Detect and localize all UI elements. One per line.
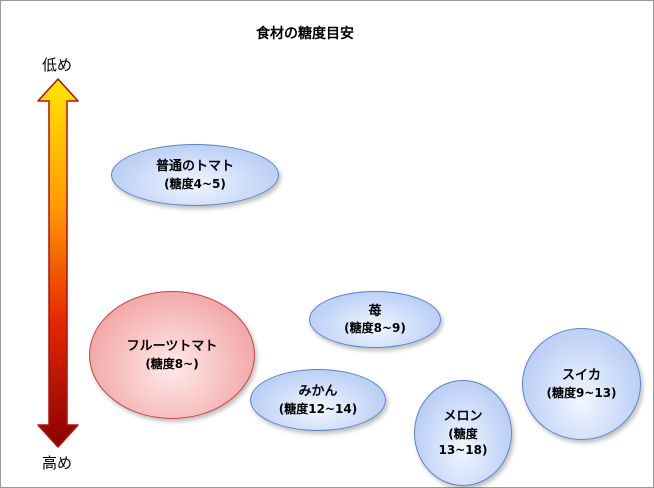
bubble-strawberry: 苺 (糖度8~9) <box>309 291 441 348</box>
bubble-name: みかん <box>298 384 338 400</box>
bubble-name: スイカ <box>561 368 601 384</box>
bubble-name: フルーツトマト <box>126 339 218 355</box>
axis-low-label: 低め <box>42 56 73 74</box>
bubble-name: 苺 <box>368 303 382 319</box>
bubble-detail: (糖度8~) <box>145 356 199 371</box>
bubble-name: 普通のトマト <box>155 159 234 175</box>
bubble-detail-line2: 13~18) <box>438 442 488 457</box>
bubble-melon: メロン (糖度 13~18) <box>414 380 512 486</box>
bubble-detail-line1: (糖度 <box>448 426 478 441</box>
bubble-fruit-tomato: フルーツトマト (糖度8~) <box>89 291 255 419</box>
bubble-detail: (糖度4~5) <box>164 176 226 191</box>
bubble-name: メロン <box>443 409 483 425</box>
bubble-detail: (糖度9~13) <box>546 385 617 400</box>
diagram-title: 食材の糖度目安 <box>256 26 354 42</box>
bubble-detail: (糖度8~9) <box>344 321 406 336</box>
sweetness-double-arrow <box>37 78 79 448</box>
bubble-detail: (糖度12~14) <box>278 401 358 416</box>
bubble-watermelon: スイカ (糖度9~13) <box>522 328 641 440</box>
axis-high-label: 高め <box>42 454 73 472</box>
bubble-mikan: みかん (糖度12~14) <box>250 369 386 431</box>
bubble-regular-tomato: 普通のトマト (糖度4~5) <box>111 144 279 206</box>
